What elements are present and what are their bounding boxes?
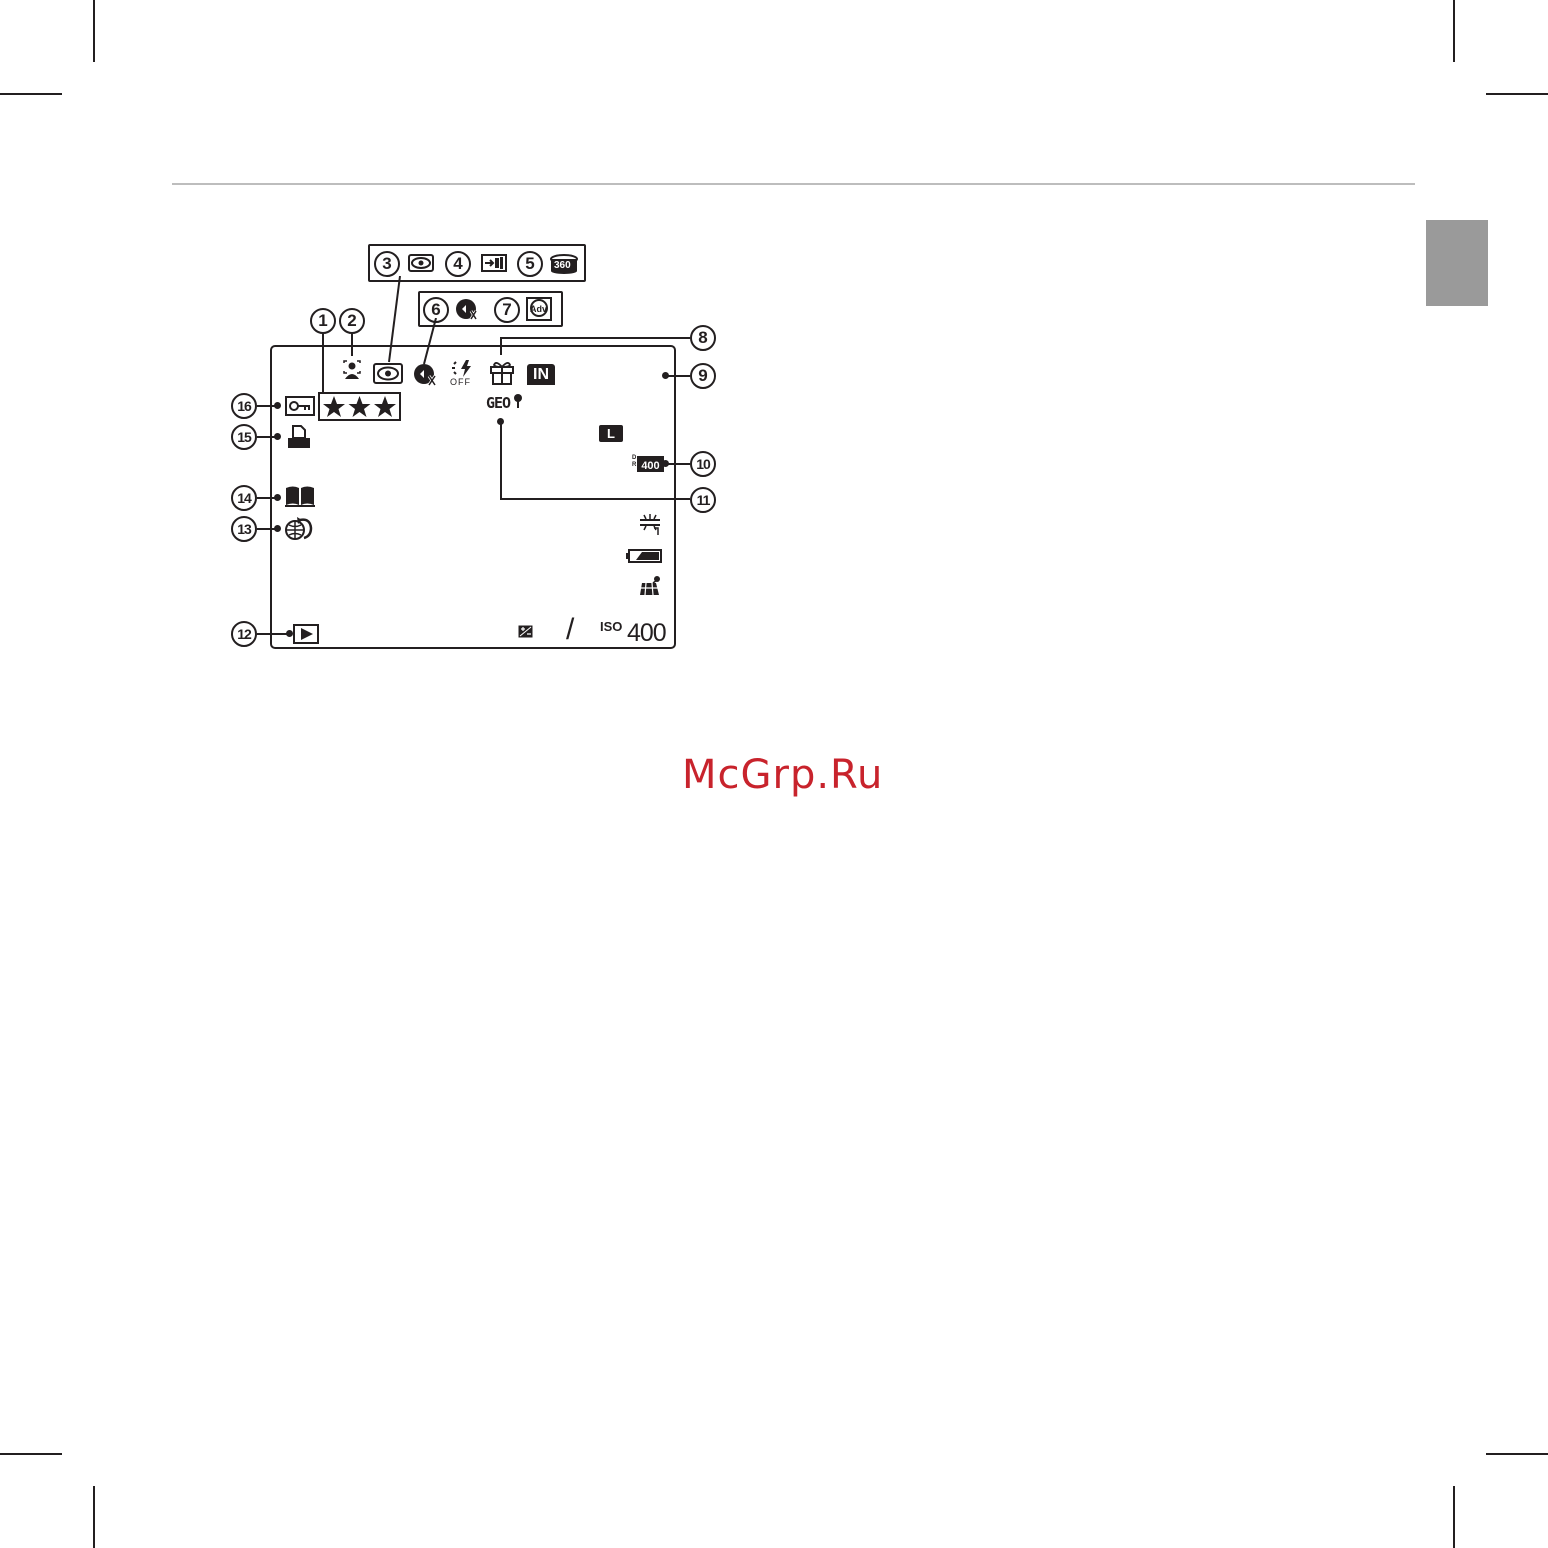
callout-3: 3 — [374, 251, 400, 277]
internal-memory-label: IN — [533, 366, 549, 383]
callout-13: 13 — [231, 516, 257, 542]
crop-mark — [93, 0, 95, 62]
callout-7: 7 — [494, 297, 520, 323]
callout-10: 10 — [690, 451, 716, 477]
world-time-icon — [284, 516, 314, 542]
battery-level-icon — [626, 548, 662, 564]
crop-mark — [1486, 93, 1548, 95]
flash-off-label: OFF — [450, 377, 471, 387]
watermark: McGrp.Ru — [682, 752, 883, 798]
star-2 — [349, 396, 371, 417]
callout-2: 2 — [339, 308, 365, 334]
red-eye-removal-icon — [373, 363, 403, 384]
silent-mode-icon — [455, 297, 481, 321]
callout-8: 8 — [690, 325, 716, 351]
chapter-tab — [1426, 220, 1488, 306]
flash-off-icon: OFF — [450, 359, 480, 387]
image-size-label: L — [607, 426, 615, 441]
callout-9: 9 — [690, 363, 716, 389]
crop-mark — [0, 1453, 62, 1455]
geo-label: GEO — [486, 394, 510, 412]
exposure-compensation-icon — [518, 625, 533, 638]
face-detection-icon — [342, 360, 362, 380]
panorama-360-label: 360 — [554, 260, 571, 271]
callout-12: 12 — [231, 621, 257, 647]
star-3 — [374, 396, 396, 417]
geo-tag-indicator: GEO — [486, 394, 526, 414]
callout-4: 4 — [445, 251, 471, 277]
crop-mark — [1453, 0, 1455, 62]
photobook-assist-icon — [284, 485, 316, 509]
dynamic-range-value: 400 — [641, 460, 659, 472]
callout-11: 11 — [690, 487, 716, 513]
iso-label: ISO — [600, 619, 622, 634]
film-simulation-icon — [637, 575, 663, 597]
callout-15: 15 — [231, 424, 257, 450]
panorama-360-icon: 360 — [549, 253, 579, 275]
adv-label: Adv — [530, 304, 547, 314]
favorites-rating — [318, 392, 401, 421]
header-rule — [172, 183, 1415, 185]
playback-mode-icon — [293, 624, 319, 644]
silent-mode-icon — [413, 361, 439, 387]
internal-memory-icon: IN — [527, 364, 555, 385]
callout-1: 1 — [310, 308, 336, 334]
gift-image-icon — [489, 360, 515, 386]
red-eye-removal-icon — [408, 254, 434, 272]
dynamic-range-indicator: D R 400 — [632, 455, 664, 473]
crop-mark — [1453, 1486, 1455, 1548]
advanced-mode-icon: Adv — [526, 297, 552, 321]
callout-5: 5 — [517, 251, 543, 277]
protected-image-icon — [285, 396, 315, 416]
callout-14: 14 — [231, 485, 257, 511]
camera-screen — [270, 345, 676, 649]
callout-16: 16 — [231, 393, 257, 419]
dynamic-range-prefix: D R — [632, 455, 636, 469]
shutter-aperture-separator: / — [566, 613, 574, 647]
dpof-print-icon — [286, 424, 312, 450]
crop-mark — [1486, 1453, 1548, 1455]
crop-mark — [0, 93, 62, 95]
star-1 — [323, 396, 345, 417]
image-size-indicator: L — [599, 425, 623, 442]
iso-value: 400 — [627, 619, 666, 648]
crop-mark — [93, 1486, 95, 1548]
leader-line-8-h — [500, 337, 690, 339]
white-balance-icon — [638, 514, 662, 536]
3d-image-icon — [481, 254, 507, 272]
